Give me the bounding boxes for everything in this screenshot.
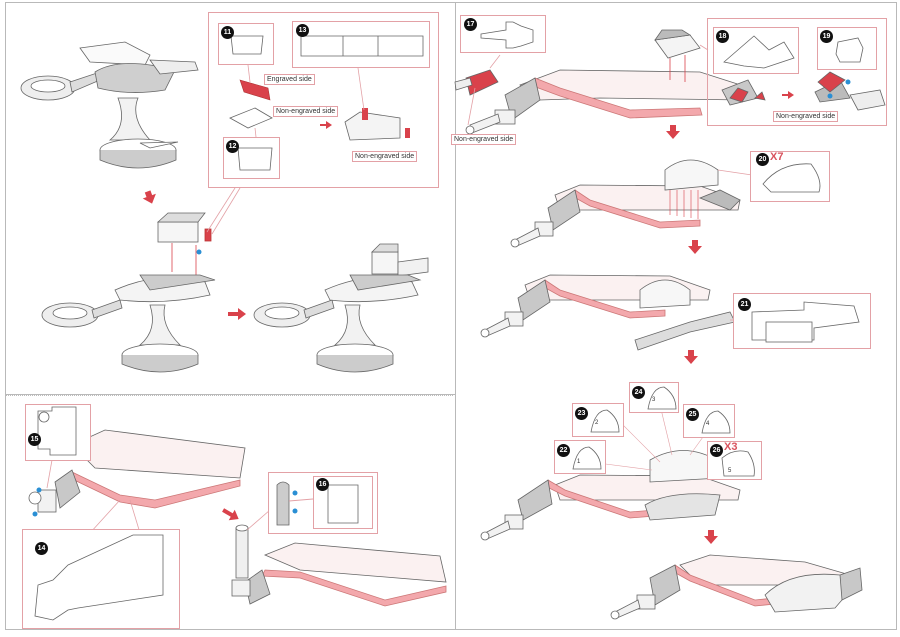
step-number-12: 12 bbox=[226, 140, 239, 153]
panel-divider bbox=[6, 395, 453, 396]
ship-assembly-1 bbox=[20, 41, 199, 169]
step-number-22: 22 bbox=[557, 444, 570, 457]
ship-assembly-2 bbox=[41, 212, 216, 373]
quantity-x3: X3 bbox=[724, 441, 738, 453]
step-number-14: 14 bbox=[35, 542, 48, 555]
part-15-box bbox=[25, 404, 91, 461]
engraved-side-label: Engraved side bbox=[264, 74, 315, 85]
step-number-18: 18 bbox=[716, 30, 729, 43]
quantity-x7: X7 bbox=[770, 151, 784, 163]
inset-18-19-parts bbox=[721, 71, 886, 111]
inset-steps-18-19 bbox=[707, 18, 887, 126]
fin-label-5: 5 bbox=[728, 468, 732, 474]
step-number-23: 23 bbox=[575, 407, 588, 420]
arrow-down-5 bbox=[704, 530, 718, 544]
step-number-15: 15 bbox=[28, 433, 41, 446]
step-number-17: 17 bbox=[464, 18, 477, 31]
arrow-right-1 bbox=[228, 308, 246, 320]
fin-label-3: 3 bbox=[652, 397, 656, 403]
non-engraved-side-label-3: Non-engraved side bbox=[451, 134, 517, 145]
arrow-diag-1 bbox=[222, 508, 239, 521]
step-number-19: 19 bbox=[820, 30, 833, 43]
part-13-box bbox=[292, 21, 430, 68]
part-24-box: 3 bbox=[629, 382, 679, 413]
hull-assembly-final bbox=[610, 554, 863, 620]
arrow-down-2 bbox=[666, 125, 680, 139]
hull-assembly-22-26 bbox=[480, 450, 741, 541]
non-engraved-side-label-1: Non-engraved side bbox=[273, 106, 339, 117]
hull-assembly-17-19 bbox=[454, 29, 751, 135]
part-19-box bbox=[817, 27, 877, 70]
part-21-box bbox=[733, 293, 871, 349]
part-18-box bbox=[713, 27, 799, 74]
hull-assembly-21 bbox=[480, 274, 736, 351]
fin-label-2: 2 bbox=[595, 420, 599, 426]
step-number-11: 11 bbox=[221, 26, 234, 39]
step-number-24: 24 bbox=[632, 386, 645, 399]
step-number-20: 20 bbox=[756, 153, 769, 166]
part-16-box bbox=[313, 476, 373, 529]
non-engraved-side-label-4: Non-engraved side bbox=[773, 111, 839, 122]
guide-lines-20 bbox=[669, 190, 699, 219]
step-number-13: 13 bbox=[296, 24, 309, 37]
non-engraved-side-label-2: Non-engraved side bbox=[352, 151, 418, 162]
part-25-box: 4 bbox=[683, 404, 735, 438]
inset-steps-11-13 bbox=[208, 12, 439, 188]
hull-assembly-20 bbox=[510, 159, 741, 248]
part-14-box bbox=[22, 529, 180, 629]
arrow-right-2 bbox=[782, 91, 794, 99]
ship-assembly-3 bbox=[253, 243, 429, 373]
part-12-box bbox=[223, 137, 280, 179]
step-number-26: 26 bbox=[710, 444, 723, 457]
hull-assembly-16 bbox=[231, 524, 447, 607]
hull-assembly-14-15 bbox=[28, 429, 246, 517]
fin-label-4: 4 bbox=[706, 421, 710, 427]
step-number-25: 25 bbox=[686, 408, 699, 421]
part-23-box: 2 bbox=[572, 403, 624, 437]
fin-label-1: 1 bbox=[577, 459, 581, 465]
step-number-21: 21 bbox=[738, 298, 751, 311]
panel-right bbox=[455, 2, 897, 630]
step-number-16: 16 bbox=[316, 478, 329, 491]
arrow-down-1 bbox=[142, 190, 156, 204]
arrow-down-3 bbox=[688, 240, 702, 254]
arrow-down-4 bbox=[684, 350, 698, 364]
